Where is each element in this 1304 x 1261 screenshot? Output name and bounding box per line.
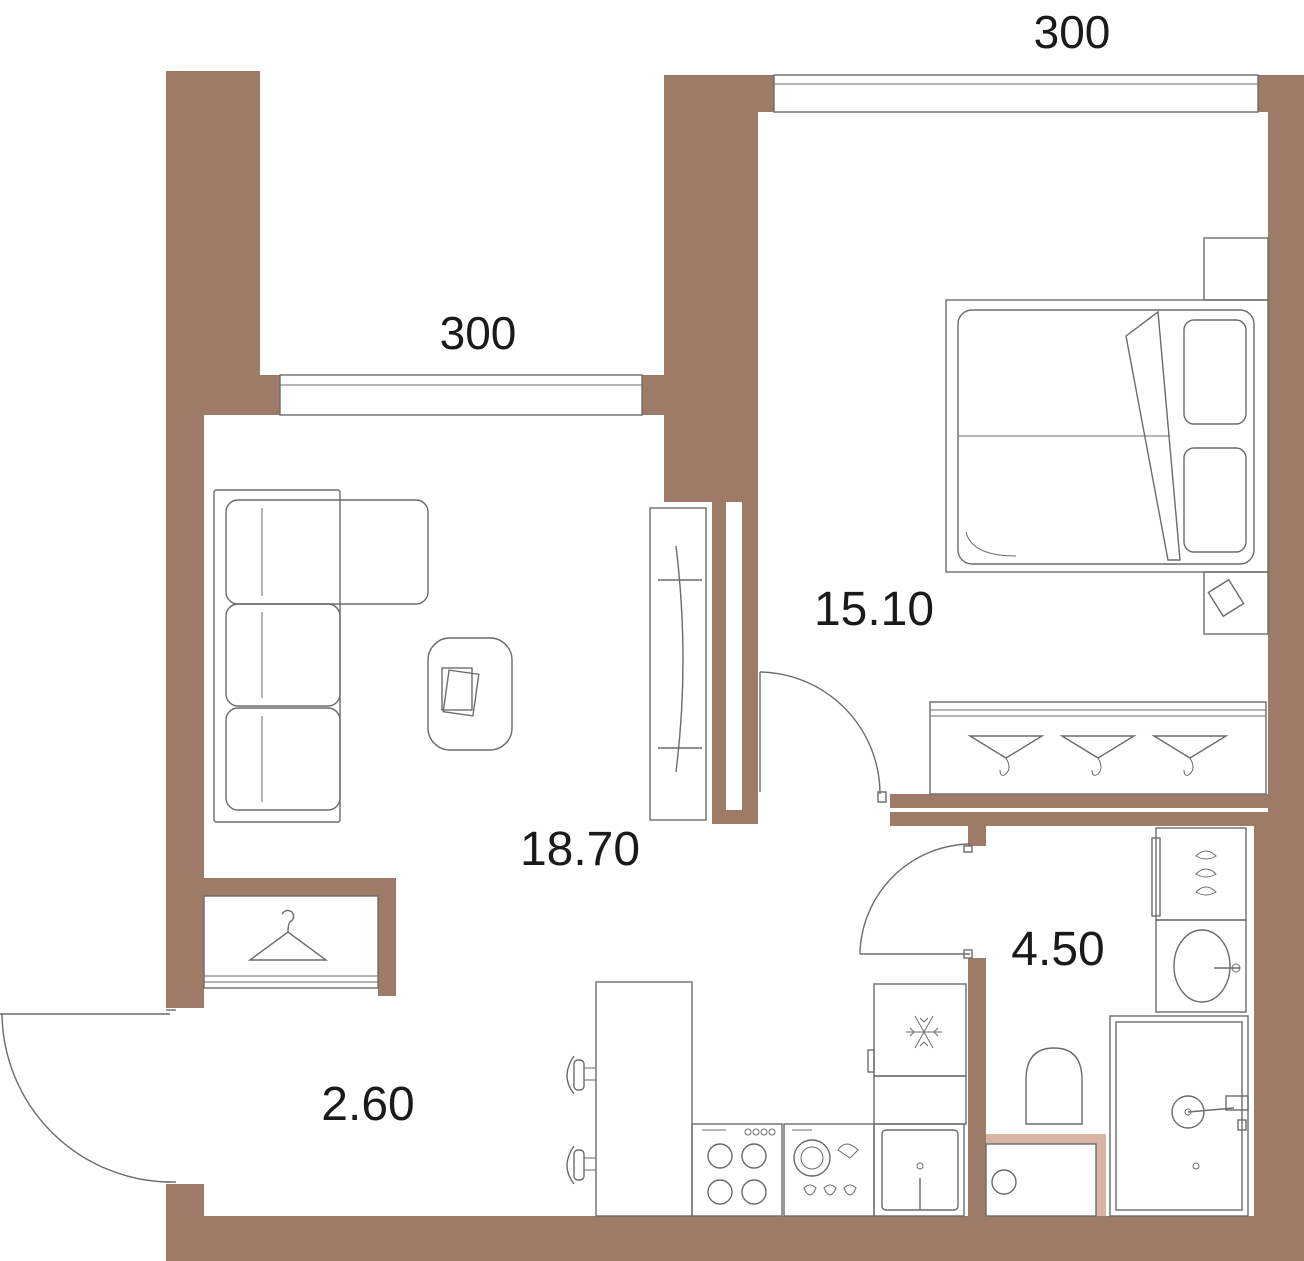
bath-door-jamb-top [968, 826, 986, 846]
partition-living-bedroom [712, 502, 726, 824]
windows [279, 74, 1259, 416]
wardrobe-niche-top [204, 878, 396, 896]
middle-pillar-lower [712, 415, 758, 502]
bath-left-partition [968, 958, 986, 1216]
wardrobe-niche-right [378, 878, 396, 996]
coffee-table [427, 637, 513, 751]
left-window-sill-left [166, 375, 280, 415]
tv-stand [649, 507, 707, 821]
bar-counter [566, 981, 693, 1217]
bath-right-inner-wall [1254, 826, 1268, 1216]
bottom-outer-wall [166, 1216, 1304, 1261]
bedroom-door [759, 671, 887, 803]
partition-living-bedroom-inner [742, 502, 758, 788]
bed [945, 237, 1269, 635]
partition-bedroom-bath-lower [890, 812, 1268, 826]
left-outer-wall-upper [166, 71, 260, 375]
hall-area: 2.60 [321, 1078, 414, 1131]
hall-wardrobe [203, 895, 379, 989]
snowflake-icon [906, 1015, 942, 1049]
sofa [213, 489, 429, 823]
partition-foot [712, 810, 758, 824]
left-outer-wall [166, 415, 204, 1008]
top-window-dimension: 300 [1034, 6, 1111, 58]
entry-wall-lower [166, 1184, 204, 1216]
right-outer-wall [1268, 112, 1304, 1216]
toilet-partition-v [1096, 1134, 1106, 1216]
living-room-area: 18.70 [520, 823, 640, 876]
top-window [773, 74, 1259, 113]
left-window-dimension: 300 [440, 307, 517, 359]
bathroom-door [859, 843, 973, 959]
left-window [279, 374, 643, 416]
top-window-sill-left [664, 75, 774, 112]
bedroom-area: 15.10 [814, 583, 934, 636]
bathroom-fixtures [985, 827, 1249, 1217]
top-window-sill-right [1258, 75, 1304, 112]
partition-jamb [742, 788, 758, 810]
partition-bedroom-bath-upper [890, 794, 1268, 808]
toilet-partition-h [986, 1134, 1106, 1144]
kitchen [691, 983, 967, 1217]
walls [166, 71, 1304, 1261]
entrance-door [0, 1009, 176, 1183]
bathroom-area: 4.50 [1011, 923, 1104, 976]
bedroom-wardrobe [929, 701, 1267, 795]
